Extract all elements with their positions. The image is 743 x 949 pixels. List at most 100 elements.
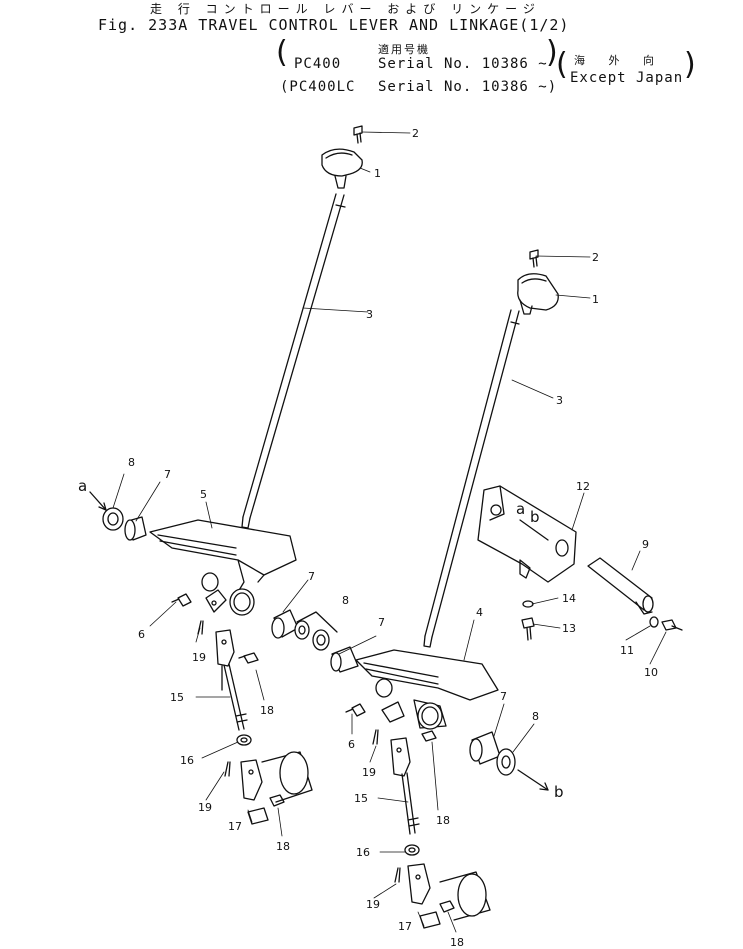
left-cotter-19-lower bbox=[224, 761, 231, 777]
applicable-models-label: 適用号機 bbox=[378, 43, 430, 56]
middle-bushing-7 bbox=[271, 609, 299, 639]
model-pc400lc: (PC400LC bbox=[280, 79, 356, 95]
destination-label: Except Japan bbox=[570, 70, 684, 86]
callout-19-left-lower: 19 bbox=[198, 801, 212, 814]
callout-3-left: 3 bbox=[366, 308, 373, 321]
pin-9 bbox=[587, 557, 654, 615]
callout-16-left: 16 bbox=[180, 754, 194, 767]
callout-11: 11 bbox=[620, 644, 634, 657]
callout-15-left: 15 bbox=[170, 691, 184, 704]
connection-mark-a-left: a bbox=[78, 477, 87, 495]
callout-7-right-lower: 7 bbox=[500, 690, 507, 703]
left-washer-8 bbox=[102, 507, 124, 531]
callout-2-left: 2 bbox=[412, 127, 419, 140]
close-paren: ) bbox=[546, 35, 558, 70]
callout-8-left: 8 bbox=[128, 456, 135, 469]
callout-17-left: 17 bbox=[228, 820, 242, 833]
model-pc400: PC400 bbox=[294, 56, 342, 72]
callout-7-right-upper: 7 bbox=[378, 616, 385, 629]
left-rod-15 bbox=[223, 663, 248, 731]
callout-4: 4 bbox=[476, 606, 483, 619]
callout-9: 9 bbox=[642, 538, 649, 551]
bracket-12 bbox=[477, 485, 577, 583]
right-washer-8 bbox=[496, 748, 516, 776]
serial-pc400lc: Serial No. 10386 ~) bbox=[378, 79, 558, 95]
open-paren-destination: ( bbox=[556, 47, 568, 82]
callout-14: 14 bbox=[562, 592, 576, 605]
callout-6-right: 6 bbox=[348, 738, 355, 751]
right-pin-18-lower bbox=[439, 900, 455, 913]
callout-12: 12 bbox=[576, 480, 590, 493]
left-knob bbox=[321, 148, 363, 189]
bolt-10 bbox=[661, 619, 683, 631]
callout-6-left: 6 bbox=[138, 628, 145, 641]
leader-lines bbox=[112, 131, 667, 933]
left-clevis-upper bbox=[215, 629, 235, 691]
callout-19-right-upper: 19 bbox=[362, 766, 376, 779]
left-pin-18-lower bbox=[269, 794, 285, 807]
right-nut-16 bbox=[404, 844, 420, 856]
right-clevis-lower bbox=[407, 863, 441, 929]
right-pedal bbox=[355, 649, 499, 701]
connection-mark-b-right: b bbox=[554, 783, 564, 801]
callout-2-right: 2 bbox=[592, 251, 599, 264]
callout-18-left-lower: 18 bbox=[276, 840, 290, 853]
left-grease-fitting-6 bbox=[171, 593, 192, 607]
callout-5: 5 bbox=[200, 488, 207, 501]
left-screw bbox=[353, 125, 363, 144]
right-screw bbox=[529, 249, 539, 268]
right-grease-fitting-6 bbox=[345, 703, 366, 717]
left-pedal bbox=[149, 519, 297, 593]
callout-8-right: 8 bbox=[532, 710, 539, 723]
close-paren-destination: ) bbox=[684, 47, 696, 82]
open-paren: ( bbox=[276, 35, 288, 70]
callout-18-left-upper: 18 bbox=[260, 704, 274, 717]
washer-14 bbox=[522, 600, 534, 608]
connection-arrow-a bbox=[89, 491, 107, 511]
right-pin-18-upper bbox=[421, 730, 437, 742]
bolt-13 bbox=[521, 617, 535, 641]
right-shaft-boss bbox=[375, 678, 447, 730]
serial-pc400: Serial No. 10386 ~ bbox=[378, 56, 548, 72]
right-rod-15 bbox=[401, 772, 420, 835]
japanese-title: 走 行 コントロール レバー および リンケージ bbox=[150, 2, 541, 16]
callout-17-right: 17 bbox=[398, 920, 412, 933]
callout-19-right-lower: 19 bbox=[366, 898, 380, 911]
right-sleeve bbox=[439, 871, 491, 921]
right-clevis-upper bbox=[390, 737, 411, 777]
left-pin-18-upper bbox=[238, 652, 259, 664]
callout-15-right: 15 bbox=[354, 792, 368, 805]
callout-8-middle: 8 bbox=[342, 594, 349, 607]
callout-1-right: 1 bbox=[592, 293, 599, 306]
right-knob bbox=[517, 273, 559, 315]
callout-7-left: 7 bbox=[164, 468, 171, 481]
left-lever-rod bbox=[241, 193, 346, 529]
right-bushing-7-left bbox=[330, 646, 359, 673]
callout-1-left: 1 bbox=[374, 167, 381, 180]
callout-16-right: 16 bbox=[356, 846, 370, 859]
connection-mark-a-bracket: a bbox=[516, 500, 525, 518]
callout-18-right-upper: 18 bbox=[436, 814, 450, 827]
connection-mark-b-bracket: b bbox=[530, 508, 540, 526]
left-sleeve bbox=[261, 751, 313, 803]
left-shaft-boss bbox=[201, 572, 255, 616]
callout-7-middle: 7 bbox=[308, 570, 315, 583]
callout-13: 13 bbox=[562, 622, 576, 635]
destination-jp: 海 外 向 bbox=[574, 54, 664, 67]
right-cotter-19-upper bbox=[372, 729, 379, 745]
callout-10: 10 bbox=[644, 666, 658, 679]
connection-arrow-b bbox=[517, 769, 549, 791]
callout-19-left-upper: 19 bbox=[192, 651, 206, 664]
washer-11 bbox=[649, 616, 659, 628]
left-nut-16 bbox=[236, 734, 252, 746]
callout-18-right-lower: 18 bbox=[450, 936, 464, 949]
right-cotter-19-lower bbox=[394, 867, 401, 883]
middle-washers-8 bbox=[294, 611, 338, 651]
right-bushing-7-right bbox=[469, 731, 501, 765]
figure-title: Fig. 233A TRAVEL CONTROL LEVER AND LINKA… bbox=[98, 16, 570, 34]
right-lever-rod bbox=[423, 309, 520, 648]
left-bushing-7 bbox=[124, 516, 147, 541]
left-clevis-lower bbox=[240, 759, 269, 825]
